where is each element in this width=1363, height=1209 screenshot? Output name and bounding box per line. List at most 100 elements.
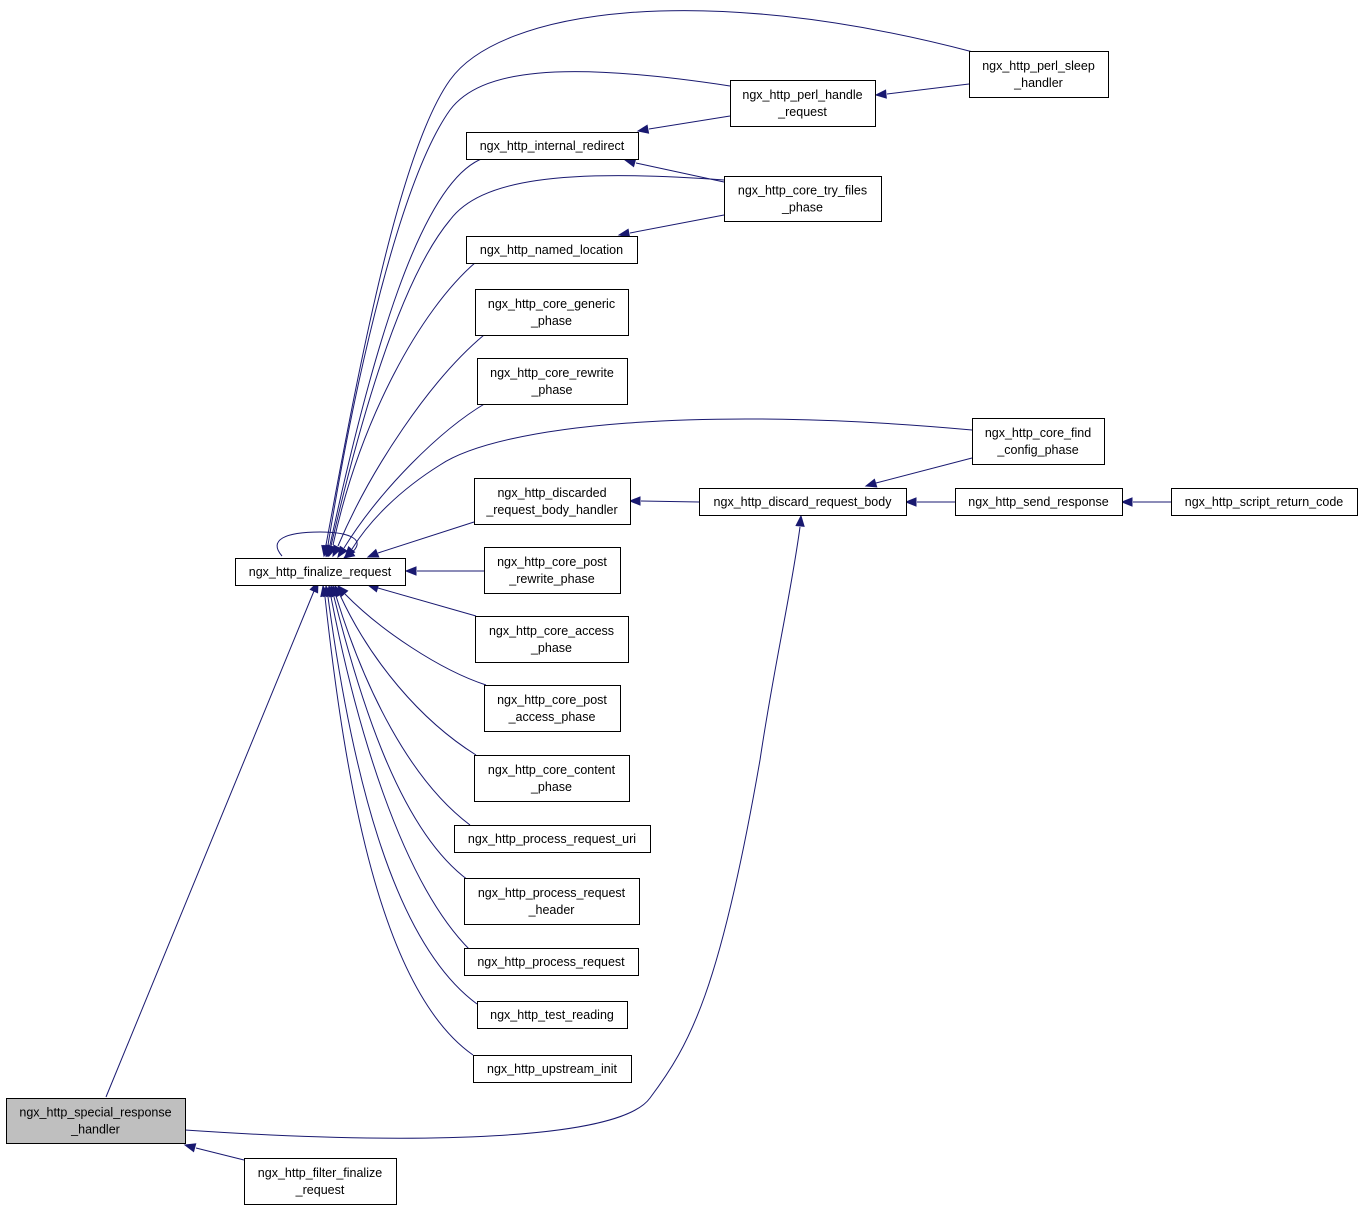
node-box — [724, 176, 882, 222]
edge-core_find_config-to-discard_body — [864, 457, 973, 488]
node-layer: ngx_http_special_response_handlerngx_htt… — [6, 51, 1358, 1205]
node-core-try-files[interactable]: ngx_http_core_try_files_phase — [724, 176, 882, 222]
edge-line — [332, 261, 477, 546]
node-box — [6, 1098, 186, 1144]
arrowhead-icon — [864, 478, 878, 488]
node-process-header[interactable]: ngx_http_process_request _header — [464, 878, 640, 925]
node-label: ngx_http_core_access — [489, 624, 614, 638]
edge-filter_finalize-to-special — [183, 1143, 245, 1161]
node-label: _access_phase — [508, 710, 596, 724]
node-script-return[interactable]: ngx_http_script_return_code — [1171, 488, 1358, 516]
node-box — [969, 51, 1109, 98]
node-named-location[interactable]: ngx_http_named_location — [466, 236, 638, 264]
node-label: _request_body_handler — [485, 503, 617, 517]
arrowhead-icon — [320, 584, 330, 598]
node-core-find-config[interactable]: ngx_http_core_find_config_phase — [972, 418, 1105, 465]
node-label: ngx_http_core_post — [497, 555, 607, 569]
edge-special-to-discard_body — [184, 514, 805, 1139]
node-label: ngx_http_upstream_init — [487, 1062, 617, 1076]
edge-line — [343, 402, 487, 549]
node-box — [484, 547, 621, 594]
node-filter-finalize[interactable]: ngx_http_filter_finalize_request — [244, 1158, 397, 1205]
edge-line — [351, 418, 973, 550]
node-core-rewrite[interactable]: ngx_http_core_rewrite_phase — [477, 358, 628, 405]
arrowhead-icon — [326, 544, 336, 558]
node-box — [699, 488, 907, 516]
arrowhead-icon — [337, 545, 348, 559]
node-label: ngx_http_discard_request_body — [714, 495, 893, 509]
edge-line — [339, 594, 477, 756]
node-box — [955, 488, 1123, 516]
node-label: ngx_http_core_content — [488, 763, 616, 777]
node-box — [1171, 488, 1358, 516]
node-box — [235, 558, 406, 586]
edge-core_content-to-finalize — [334, 584, 477, 756]
node-upstream-init[interactable]: ngx_http_upstream_init — [473, 1055, 632, 1083]
edge-core_access-to-finalize — [366, 583, 477, 617]
edge-special-to-finalize — [105, 580, 319, 1098]
node-process-request[interactable]: ngx_http_process_request — [464, 948, 639, 976]
arrowhead-icon — [404, 566, 417, 576]
edge-line — [377, 587, 477, 617]
arrowhead-icon — [366, 548, 380, 558]
node-box — [477, 358, 628, 405]
node-core-generic[interactable]: ngx_http_core_generic_phase — [475, 289, 629, 336]
node-internal-redirect[interactable]: ngx_http_internal_redirect — [466, 132, 639, 160]
node-box — [466, 132, 639, 160]
edge-line — [640, 500, 700, 503]
node-special[interactable]: ngx_http_special_response_handler — [6, 1098, 186, 1144]
node-label: ngx_http_process_request — [478, 886, 626, 900]
node-discard-body[interactable]: ngx_http_discard_request_body — [699, 488, 907, 516]
node-core-post-rewrite[interactable]: ngx_http_core_post _rewrite_phase — [484, 547, 621, 594]
node-process-uri[interactable]: ngx_http_process_request_uri — [454, 825, 651, 853]
node-label: _rewrite_phase — [508, 572, 595, 586]
edge-core_try_files-to-finalize — [326, 175, 725, 558]
edge-line — [648, 115, 731, 130]
node-label: ngx_http_send_response — [968, 495, 1108, 509]
edge-line — [629, 214, 725, 234]
node-label: _phase — [530, 780, 572, 794]
edge-line — [335, 595, 471, 826]
edge-perl_handle-to-internal_redirect — [636, 115, 731, 134]
node-label: _phase — [530, 641, 572, 655]
node-discarded-handler[interactable]: ngx_http_discarded _request_body_handler — [474, 478, 631, 525]
node-box — [244, 1158, 397, 1205]
edge-discard_body-to-discarded_handler — [628, 496, 700, 506]
arrowhead-icon — [874, 89, 887, 99]
edge-line — [327, 596, 478, 1005]
node-label: ngx_http_named_location — [480, 243, 623, 257]
node-label: ngx_http_process_request_uri — [468, 832, 636, 846]
node-label: ngx_http_process_request — [477, 955, 625, 969]
arrowhead-icon — [636, 124, 650, 134]
node-label: ngx_http_test_reading — [490, 1008, 614, 1022]
node-box — [474, 755, 630, 802]
arrowhead-icon — [904, 497, 917, 507]
node-send-response[interactable]: ngx_http_send_response — [955, 488, 1123, 516]
node-perl-sleep[interactable]: ngx_http_perl_sleep_handler — [969, 51, 1109, 98]
edge-finalize-to-finalize — [276, 531, 358, 559]
edge-core_rewrite-to-finalize — [337, 402, 487, 559]
node-label: _request — [777, 105, 827, 119]
node-box — [484, 685, 621, 732]
node-test-reading[interactable]: ngx_http_test_reading — [477, 1001, 628, 1029]
node-label: _handler — [1013, 76, 1063, 90]
node-label: ngx_http_discarded — [497, 486, 606, 500]
node-label: ngx_http_filter_finalize — [258, 1166, 382, 1180]
node-core-access[interactable]: ngx_http_core_access _phase — [475, 616, 629, 663]
node-perl-handle[interactable]: ngx_http_perl_handle _request — [730, 80, 876, 127]
arrowhead-icon — [617, 228, 631, 238]
node-label: ngx_http_special_response — [19, 1106, 171, 1120]
node-finalize[interactable]: ngx_http_finalize_request — [235, 558, 406, 586]
arrowhead-icon — [628, 496, 641, 506]
node-label: _header — [528, 903, 575, 917]
node-label: ngx_http_perl_handle — [742, 88, 862, 102]
arrowhead-icon — [795, 514, 805, 527]
node-box — [475, 289, 629, 336]
node-core-content[interactable]: ngx_http_core_content _phase — [474, 755, 630, 802]
edge-script_return-to-send_response — [1120, 497, 1171, 507]
node-box — [972, 418, 1105, 465]
node-core-post-access[interactable]: ngx_http_core_post_access_phase — [484, 685, 621, 732]
node-label: ngx_http_core_try_files — [738, 184, 867, 198]
node-box — [477, 1001, 628, 1029]
node-label: ngx_http_core_find — [985, 426, 1091, 440]
